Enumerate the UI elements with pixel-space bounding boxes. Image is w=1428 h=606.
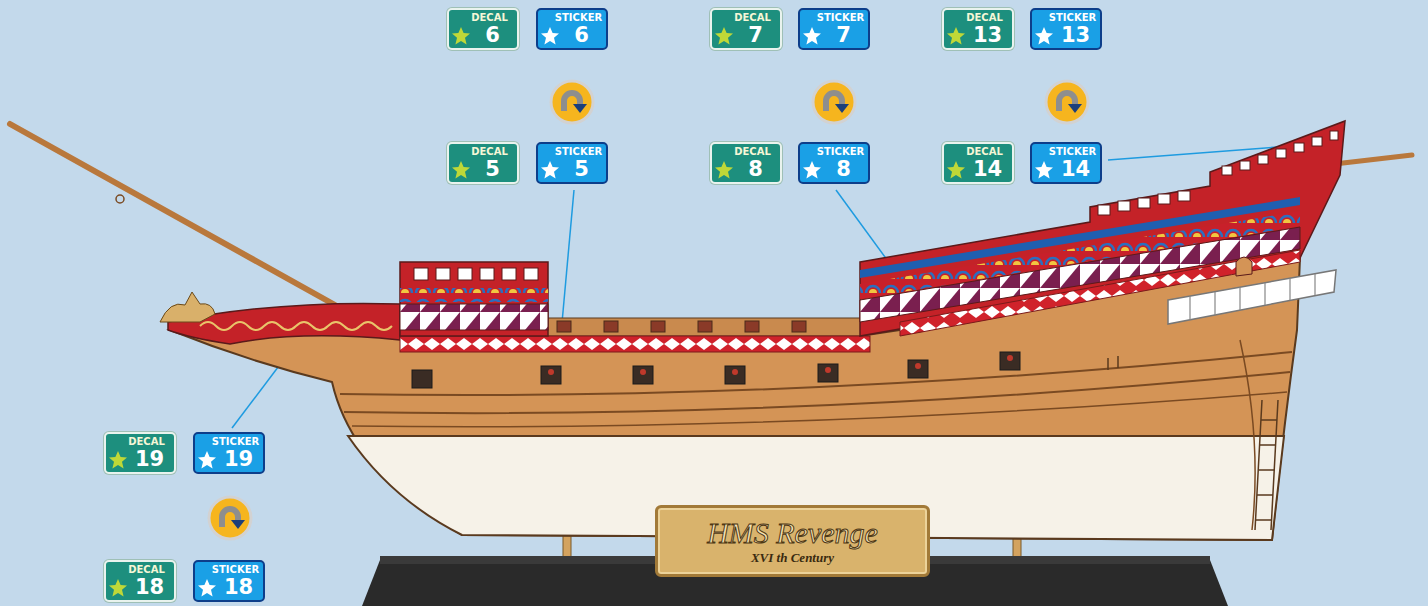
callout-number: 18 <box>217 575 260 599</box>
star-icon <box>1034 26 1054 46</box>
star-icon <box>451 26 471 46</box>
badge-label: STICKER <box>211 564 260 576</box>
star-icon <box>714 26 734 46</box>
decal-badge: DECAL18 <box>104 560 176 602</box>
forecastle <box>400 262 548 336</box>
decal-badge: DECAL5 <box>447 142 519 184</box>
bowsprit <box>10 124 335 305</box>
sticker-badge: STICKER18 <box>193 560 265 602</box>
star-icon <box>108 450 128 470</box>
rotate-icon <box>551 81 593 123</box>
star-icon <box>451 160 471 180</box>
sticker-badge: STICKER5 <box>536 142 608 184</box>
star-icon <box>802 160 822 180</box>
star-icon <box>946 26 966 46</box>
rotate-icon <box>1046 81 1088 123</box>
badge-label: DECAL <box>960 146 1009 158</box>
callout-number: 19 <box>217 447 260 471</box>
name-plaque: HMS RevengeXVI th Century <box>655 505 930 577</box>
callout-number: 13 <box>966 23 1009 47</box>
star-icon <box>540 160 560 180</box>
badge-label: DECAL <box>728 146 777 158</box>
rotate-icon <box>813 81 855 123</box>
callout-number: 7 <box>734 23 777 47</box>
callout-number: 6 <box>471 23 514 47</box>
decal-badge: DECAL13 <box>942 8 1014 50</box>
star-icon <box>714 160 734 180</box>
rotate-icon <box>209 497 251 539</box>
beakhead <box>160 292 400 344</box>
badge-label: DECAL <box>465 12 514 24</box>
badge-label: DECAL <box>728 12 777 24</box>
hull <box>170 258 1300 540</box>
badge-label: STICKER <box>1048 12 1097 24</box>
callout-number: 6 <box>560 23 603 47</box>
callout-number: 5 <box>560 157 603 181</box>
sticker-badge: STICKER14 <box>1030 142 1102 184</box>
sticker-badge: STICKER7 <box>798 8 870 50</box>
callout-number: 19 <box>128 447 171 471</box>
callout-number: 7 <box>822 23 865 47</box>
star-icon <box>540 26 560 46</box>
badge-label: DECAL <box>122 564 171 576</box>
sticker-badge: STICKER8 <box>798 142 870 184</box>
decal-badge: DECAL8 <box>710 142 782 184</box>
star-icon <box>802 26 822 46</box>
star-icon <box>946 160 966 180</box>
plaque-title: HMS Revenge <box>658 516 927 550</box>
star-icon <box>197 578 217 598</box>
star-icon <box>1034 160 1054 180</box>
sticker-badge: STICKER6 <box>536 8 608 50</box>
badge-label: STICKER <box>816 146 865 158</box>
badge-label: STICKER <box>554 12 603 24</box>
badge-label: STICKER <box>816 12 865 24</box>
badge-label: STICKER <box>554 146 603 158</box>
decal-badge: DECAL19 <box>104 432 176 474</box>
sticker-badge: STICKER19 <box>193 432 265 474</box>
badge-label: DECAL <box>960 12 1009 24</box>
plaque-subtitle: XVI th Century <box>658 550 927 566</box>
callout-number: 14 <box>966 157 1009 181</box>
star-icon <box>108 578 128 598</box>
badge-label: STICKER <box>211 436 260 448</box>
callout-number: 8 <box>822 157 865 181</box>
callout-number: 14 <box>1054 157 1097 181</box>
badge-label: DECAL <box>122 436 171 448</box>
star-icon <box>197 450 217 470</box>
decal-badge: DECAL6 <box>447 8 519 50</box>
badge-label: STICKER <box>1048 146 1097 158</box>
callout-number: 5 <box>471 157 514 181</box>
sticker-badge: STICKER13 <box>1030 8 1102 50</box>
decal-badge: DECAL14 <box>942 142 1014 184</box>
callout-number: 13 <box>1054 23 1097 47</box>
decal-badge: DECAL7 <box>710 8 782 50</box>
callout-number: 18 <box>128 575 171 599</box>
badge-label: DECAL <box>465 146 514 158</box>
aftcastle <box>860 121 1345 336</box>
callout-number: 8 <box>734 157 777 181</box>
